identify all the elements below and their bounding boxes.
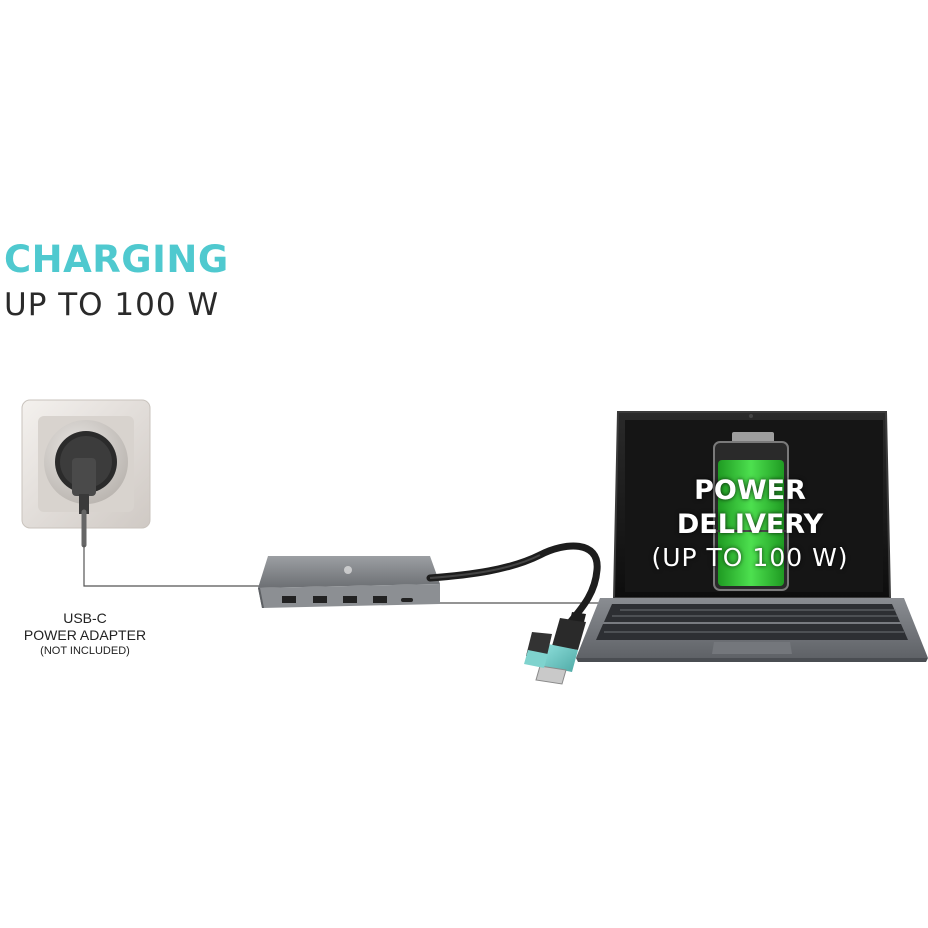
power-delivery-title: POWER DELIVERY [676,475,824,540]
headline-subtitle: UP TO 100 W [4,287,220,323]
battery-icon [713,432,789,591]
usb-connector-icon [524,612,586,685]
headline: CHARGING UP TO 100 W [4,238,229,324]
headline-title: CHARGING [4,238,229,281]
power-plug-icon [72,458,96,548]
power-adapter-line [83,545,265,587]
adapter-caption: USB-C POWER ADAPTER (NOT INCLUDED) [10,610,160,658]
adapter-caption-line3: (NOT INCLUDED) [40,645,130,657]
adapter-caption-line2: POWER ADAPTER [23,627,147,643]
laptop-screen-text: POWER DELIVERY (UP TO 100 W) [620,474,880,574]
power-delivery-subtitle: (UP TO 100 W) [651,543,849,572]
adapter-caption-line1: USB-C [63,610,107,626]
docking-station-icon [258,556,440,608]
